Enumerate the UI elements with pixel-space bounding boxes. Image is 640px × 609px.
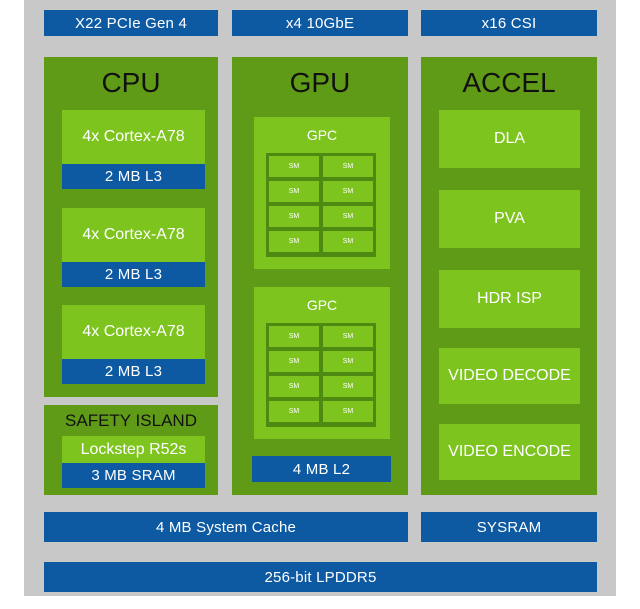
sm-unit: SM [269,351,319,372]
sm-unit: SM [269,156,319,177]
gpc-block: GPC SM SM SM SM SM SM SM SM [254,287,390,439]
cpu-cluster-l3-cache: 2 MB L3 [62,262,205,287]
gpc-label: GPC [306,127,338,143]
gpu-title: GPU [289,67,351,98]
sm-unit: SM [269,231,319,252]
sm-unit: SM [269,206,319,227]
sm-array: SM SM SM SM SM SM SM SM [266,323,376,427]
sm-unit: SM [323,181,373,202]
safety-island-title: SAFETY ISLAND [65,411,197,430]
dla-block: DLA [439,110,580,168]
cpu-title: CPU [101,67,161,98]
sm-unit: SM [323,401,373,422]
cpu-cluster-cores: 4x Cortex-A78 [62,110,205,164]
sm-array: SM SM SM SM SM SM SM SM [266,153,376,257]
ethernet-interface: x4 10GbE [232,10,408,36]
cpu-cluster-cores: 4x Cortex-A78 [62,305,205,359]
video-encode-block: VIDEO ENCODE [439,424,580,480]
gpc-block: GPC SM SM SM SM SM SM SM SM [254,117,390,269]
cpu-cluster-l3-cache: 2 MB L3 [62,164,205,189]
cpu-cluster-l3-cache: 2 MB L3 [62,359,205,384]
gpu-l2-cache: 4 MB L2 [252,456,391,482]
sm-unit: SM [323,351,373,372]
lpddr5-memory-bar: 256-bit LPDDR5 [44,562,597,592]
sm-unit: SM [269,376,319,397]
sm-unit: SM [323,376,373,397]
sm-unit: SM [323,156,373,177]
system-cache-bar: 4 MB System Cache [44,512,408,542]
sm-unit: SM [323,326,373,347]
gpc-label: GPC [306,297,338,313]
safety-sram-block: 3 MB SRAM [62,463,205,488]
cpu-cluster-cores: 4x Cortex-A78 [62,208,205,262]
sm-unit: SM [323,231,373,252]
hdr-isp-block: HDR ISP [439,270,580,328]
sysram-bar: SYSRAM [421,512,597,542]
pcie-interface: X22 PCIe Gen 4 [44,10,218,36]
lockstep-core-block: Lockstep R52s [62,436,205,463]
sm-unit: SM [323,206,373,227]
sm-unit: SM [269,326,319,347]
sm-unit: SM [269,401,319,422]
video-decode-block: VIDEO DECODE [439,348,580,404]
csi-interface: x16 CSI [421,10,597,36]
sm-unit: SM [269,181,319,202]
accel-title: ACCEL [462,67,556,98]
pva-block: PVA [439,190,580,248]
